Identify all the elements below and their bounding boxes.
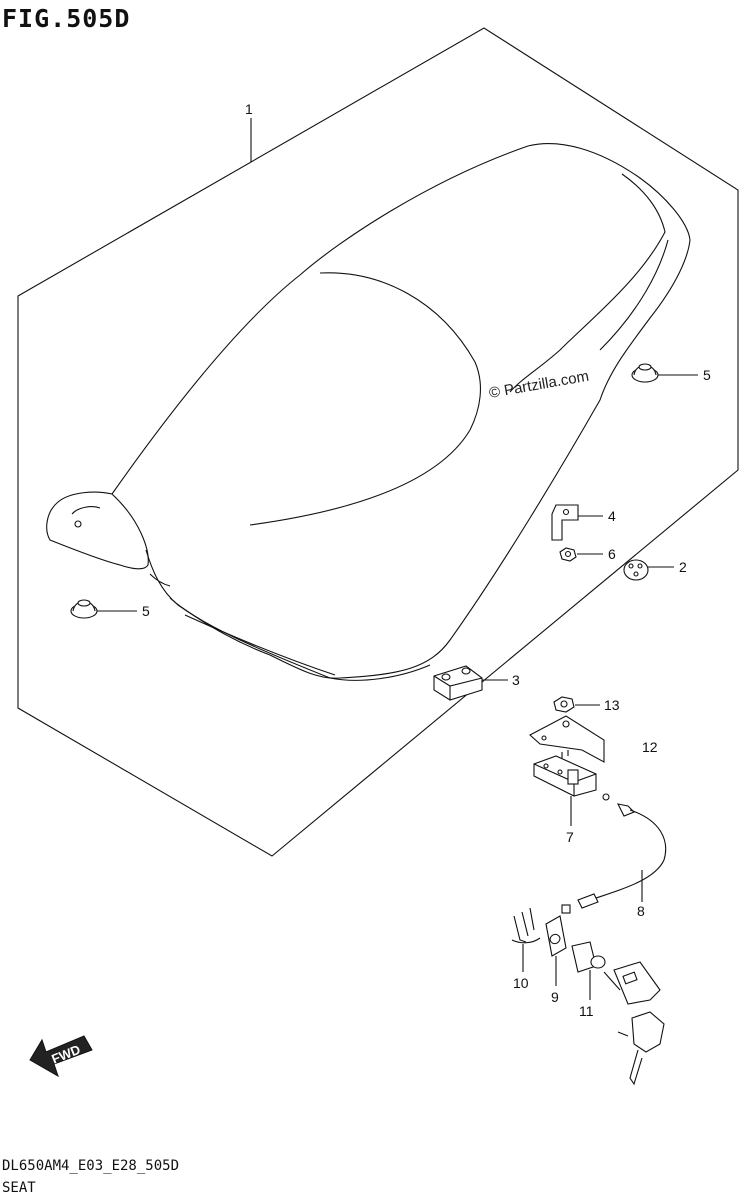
cushion-part-2[interactable] xyxy=(623,559,649,581)
cable-part-8[interactable] xyxy=(561,793,667,914)
callout-5-right[interactable]: 5 xyxy=(703,367,711,383)
fwd-label: FWD xyxy=(49,1042,82,1067)
key-lock-part-11[interactable] xyxy=(571,941,665,1086)
callout-2[interactable]: 2 xyxy=(679,559,687,575)
callout-13[interactable]: 13 xyxy=(604,697,620,713)
callout-6[interactable]: 6 xyxy=(608,546,616,562)
figure-code: DL650AM4_E03_E28_505D xyxy=(2,1158,180,1174)
bracket-part-9[interactable] xyxy=(545,915,567,957)
callout-5-left[interactable]: 5 xyxy=(142,603,150,619)
bracket-part-4[interactable] xyxy=(551,504,579,541)
assembly-boundary xyxy=(17,27,739,857)
plate-part-12[interactable] xyxy=(529,715,605,763)
clip-part-10[interactable] xyxy=(511,907,541,944)
fwd-arrow-icon: FWD xyxy=(29,1035,93,1078)
nut-part-13[interactable] xyxy=(553,696,575,713)
seat-part[interactable] xyxy=(46,143,691,681)
callout-7[interactable]: 7 xyxy=(566,829,574,845)
callout-4[interactable]: 4 xyxy=(608,508,616,524)
callout-10[interactable]: 10 xyxy=(513,975,529,991)
callout-11[interactable]: 11 xyxy=(579,1003,594,1019)
cushion-part-3[interactable] xyxy=(433,665,483,701)
callout-12[interactable]: 12 xyxy=(642,739,658,755)
callout-1[interactable]: 1 xyxy=(245,101,253,117)
bumper-part-5-right[interactable] xyxy=(631,363,659,383)
callout-9[interactable]: 9 xyxy=(551,989,559,1005)
watermark: © Partzilla.com xyxy=(488,368,590,402)
lock-mechanism-part-7[interactable] xyxy=(533,750,597,797)
figure-name: SEAT xyxy=(2,1180,36,1196)
callout-3[interactable]: 3 xyxy=(512,672,520,688)
nut-part-6[interactable] xyxy=(559,547,577,562)
bumper-part-5-left[interactable] xyxy=(70,599,98,619)
figure-title: FIG.505D xyxy=(2,4,131,33)
callout-8[interactable]: 8 xyxy=(637,903,645,919)
